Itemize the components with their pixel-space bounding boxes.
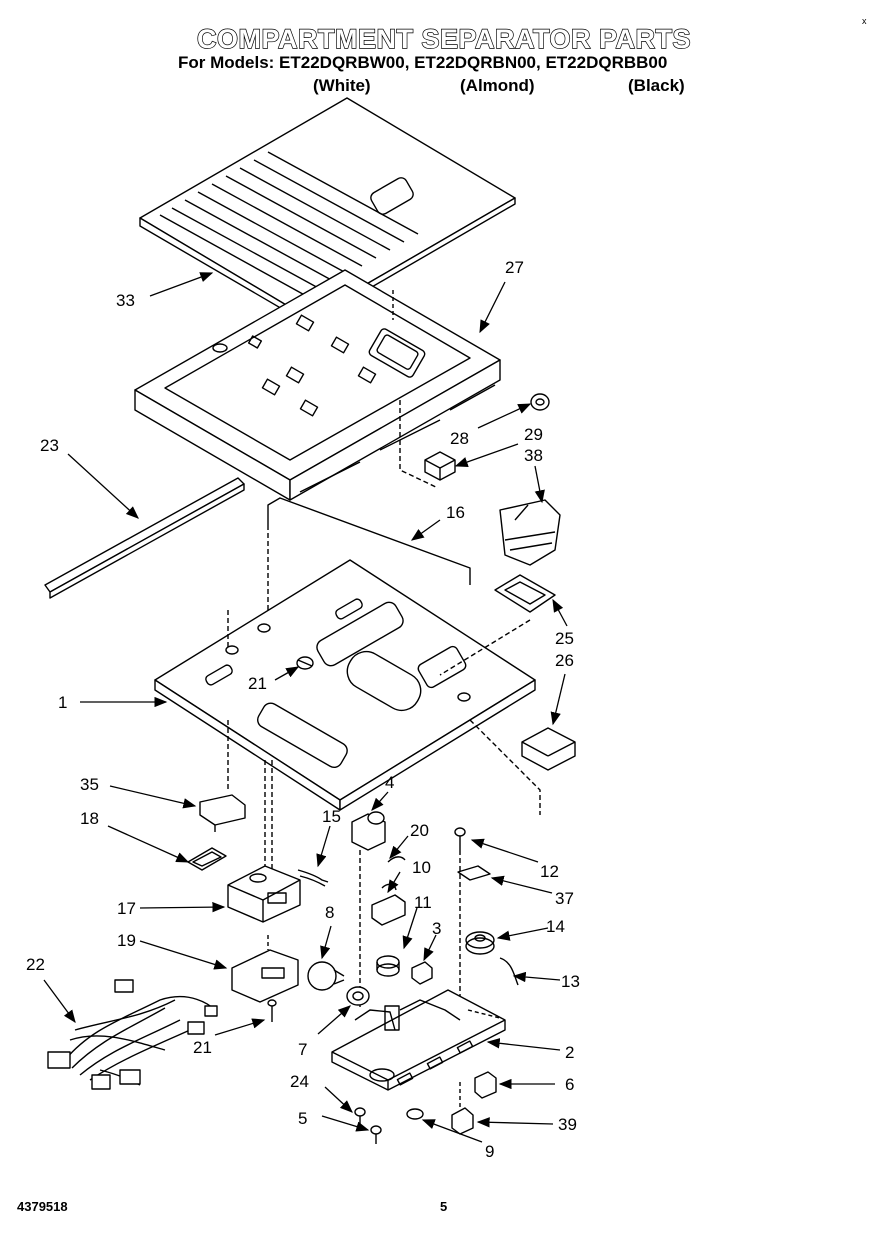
part-18-lens (187, 847, 227, 871)
part-26-duct (521, 727, 576, 771)
part-7-socket (346, 986, 370, 1006)
part-37-strip (457, 865, 491, 881)
document-number: 4379518 (17, 1199, 68, 1214)
page-title: COMPARTMENT SEPARATOR PARTS (196, 23, 691, 54)
part-39-connector (451, 1107, 474, 1135)
callout-29: 29 (524, 425, 543, 444)
part-14-knob (465, 931, 495, 955)
part-1-separator-base (154, 559, 536, 811)
callout-25: 25 (555, 629, 574, 648)
color-almond-label: (Almond) (460, 76, 535, 95)
part-2-control-bracket (331, 989, 506, 1091)
callout-labels: 33 27 23 28 29 38 16 21 1 25 26 35 4 18 … (26, 258, 580, 1161)
part-28-clip (530, 393, 550, 411)
callout-8: 8 (325, 903, 334, 922)
callout-4: 4 (385, 773, 394, 792)
model-numbers: For Models: ET22DQRBW00, ET22DQRBN00, ET… (178, 53, 668, 72)
part-15-tube (297, 869, 329, 887)
callout-10: 10 (412, 858, 431, 877)
part-8-bulb (307, 961, 345, 991)
callout-26: 26 (555, 651, 574, 670)
color-white-label: (White) (313, 76, 371, 95)
callout-3: 3 (432, 919, 441, 938)
part-35-bracket (199, 794, 246, 832)
part-9-nut (406, 1108, 424, 1120)
page-number: 5 (440, 1199, 448, 1214)
callout-35: 35 (80, 775, 99, 794)
callout-21-bottom: 21 (193, 1038, 212, 1057)
corner-mark: x (862, 16, 867, 26)
callout-22: 22 (26, 955, 45, 974)
part-22-wire-harness (47, 979, 218, 1090)
callout-23: 23 (40, 436, 59, 455)
callout-16: 16 (446, 503, 465, 522)
part-38-damper (499, 499, 561, 566)
callout-17: 17 (117, 899, 136, 918)
part-3-clip (411, 961, 433, 985)
callout-19: 19 (117, 931, 136, 950)
part-29-block (424, 451, 456, 481)
callout-18: 18 (80, 809, 99, 828)
part-11-grommet (376, 955, 400, 977)
part-12-screw (454, 827, 466, 1010)
callout-11: 11 (414, 893, 432, 912)
callout-1: 1 (58, 693, 67, 712)
part-23-strip (44, 477, 245, 599)
callout-37: 37 (555, 889, 574, 908)
callout-2: 2 (565, 1043, 574, 1062)
callout-14: 14 (546, 917, 565, 936)
callout-13: 13 (561, 972, 580, 991)
color-black-label: (Black) (628, 76, 685, 95)
part-17-light-housing (227, 865, 301, 923)
part-4-thermostat (351, 811, 386, 1010)
callout-21-top: 21 (248, 674, 267, 693)
callout-39: 39 (558, 1115, 577, 1134)
callout-5: 5 (298, 1109, 307, 1128)
part-13-tube (499, 957, 519, 986)
callout-28: 28 (450, 429, 469, 448)
callout-9: 9 (485, 1142, 494, 1161)
callout-24: 24 (290, 1072, 309, 1091)
callout-12: 12 (540, 862, 559, 881)
callout-27: 27 (505, 258, 524, 277)
part-5-screw (370, 1125, 382, 1144)
part-25-gasket (494, 574, 556, 613)
part-27-separator-housing (134, 269, 501, 501)
callout-33: 33 (116, 291, 135, 310)
part-21-screw-bottom (267, 999, 277, 1022)
callout-20: 20 (410, 821, 429, 840)
part-19-switch-cover (231, 935, 299, 1003)
part-16-rod (267, 497, 471, 610)
callout-6: 6 (565, 1075, 574, 1094)
part-24-screw (354, 1107, 366, 1128)
part-6-switch (474, 1071, 497, 1099)
callout-38: 38 (524, 446, 543, 465)
part-21-screw-top (296, 656, 314, 670)
callout-7: 7 (298, 1040, 307, 1059)
callout-15: 15 (322, 807, 341, 826)
